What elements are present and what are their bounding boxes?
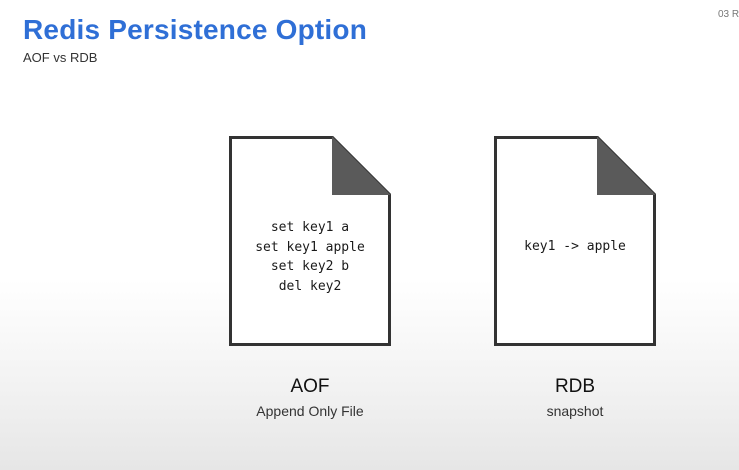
aof-caption: AOF Append Only File xyxy=(229,376,391,421)
rdb-caption-subtitle: snapshot xyxy=(546,403,604,419)
slide-number: 03 R xyxy=(718,9,739,20)
aof-command-line: del key2 xyxy=(278,278,342,294)
rdb-snapshot-line: key1 -> apple xyxy=(524,239,626,254)
rdb-caption: RDB snapshot xyxy=(494,376,656,421)
file-icon xyxy=(494,136,656,346)
aof-command-line: set key1 a xyxy=(270,220,350,235)
aof-command-line: set key2 b xyxy=(270,259,350,274)
slide-title: Redis Persistence Option xyxy=(23,14,368,45)
aof-file-content: set key1 a set key1 apple set key2 b del… xyxy=(229,218,391,296)
aof-document: set key1 a set key1 apple set key2 b del… xyxy=(229,136,391,346)
rdb-file-content: key1 -> apple xyxy=(494,237,656,257)
rdb-document: key1 -> apple xyxy=(494,136,656,346)
aof-command-line: set key1 apple xyxy=(255,239,365,255)
rdb-caption-title: RDB xyxy=(554,376,596,397)
aof-caption-subtitle: Append Only File xyxy=(256,403,364,419)
aof-caption-title: AOF xyxy=(290,376,330,397)
slide-subtitle: AOF vs RDB xyxy=(23,50,98,65)
file-icon xyxy=(229,136,391,346)
